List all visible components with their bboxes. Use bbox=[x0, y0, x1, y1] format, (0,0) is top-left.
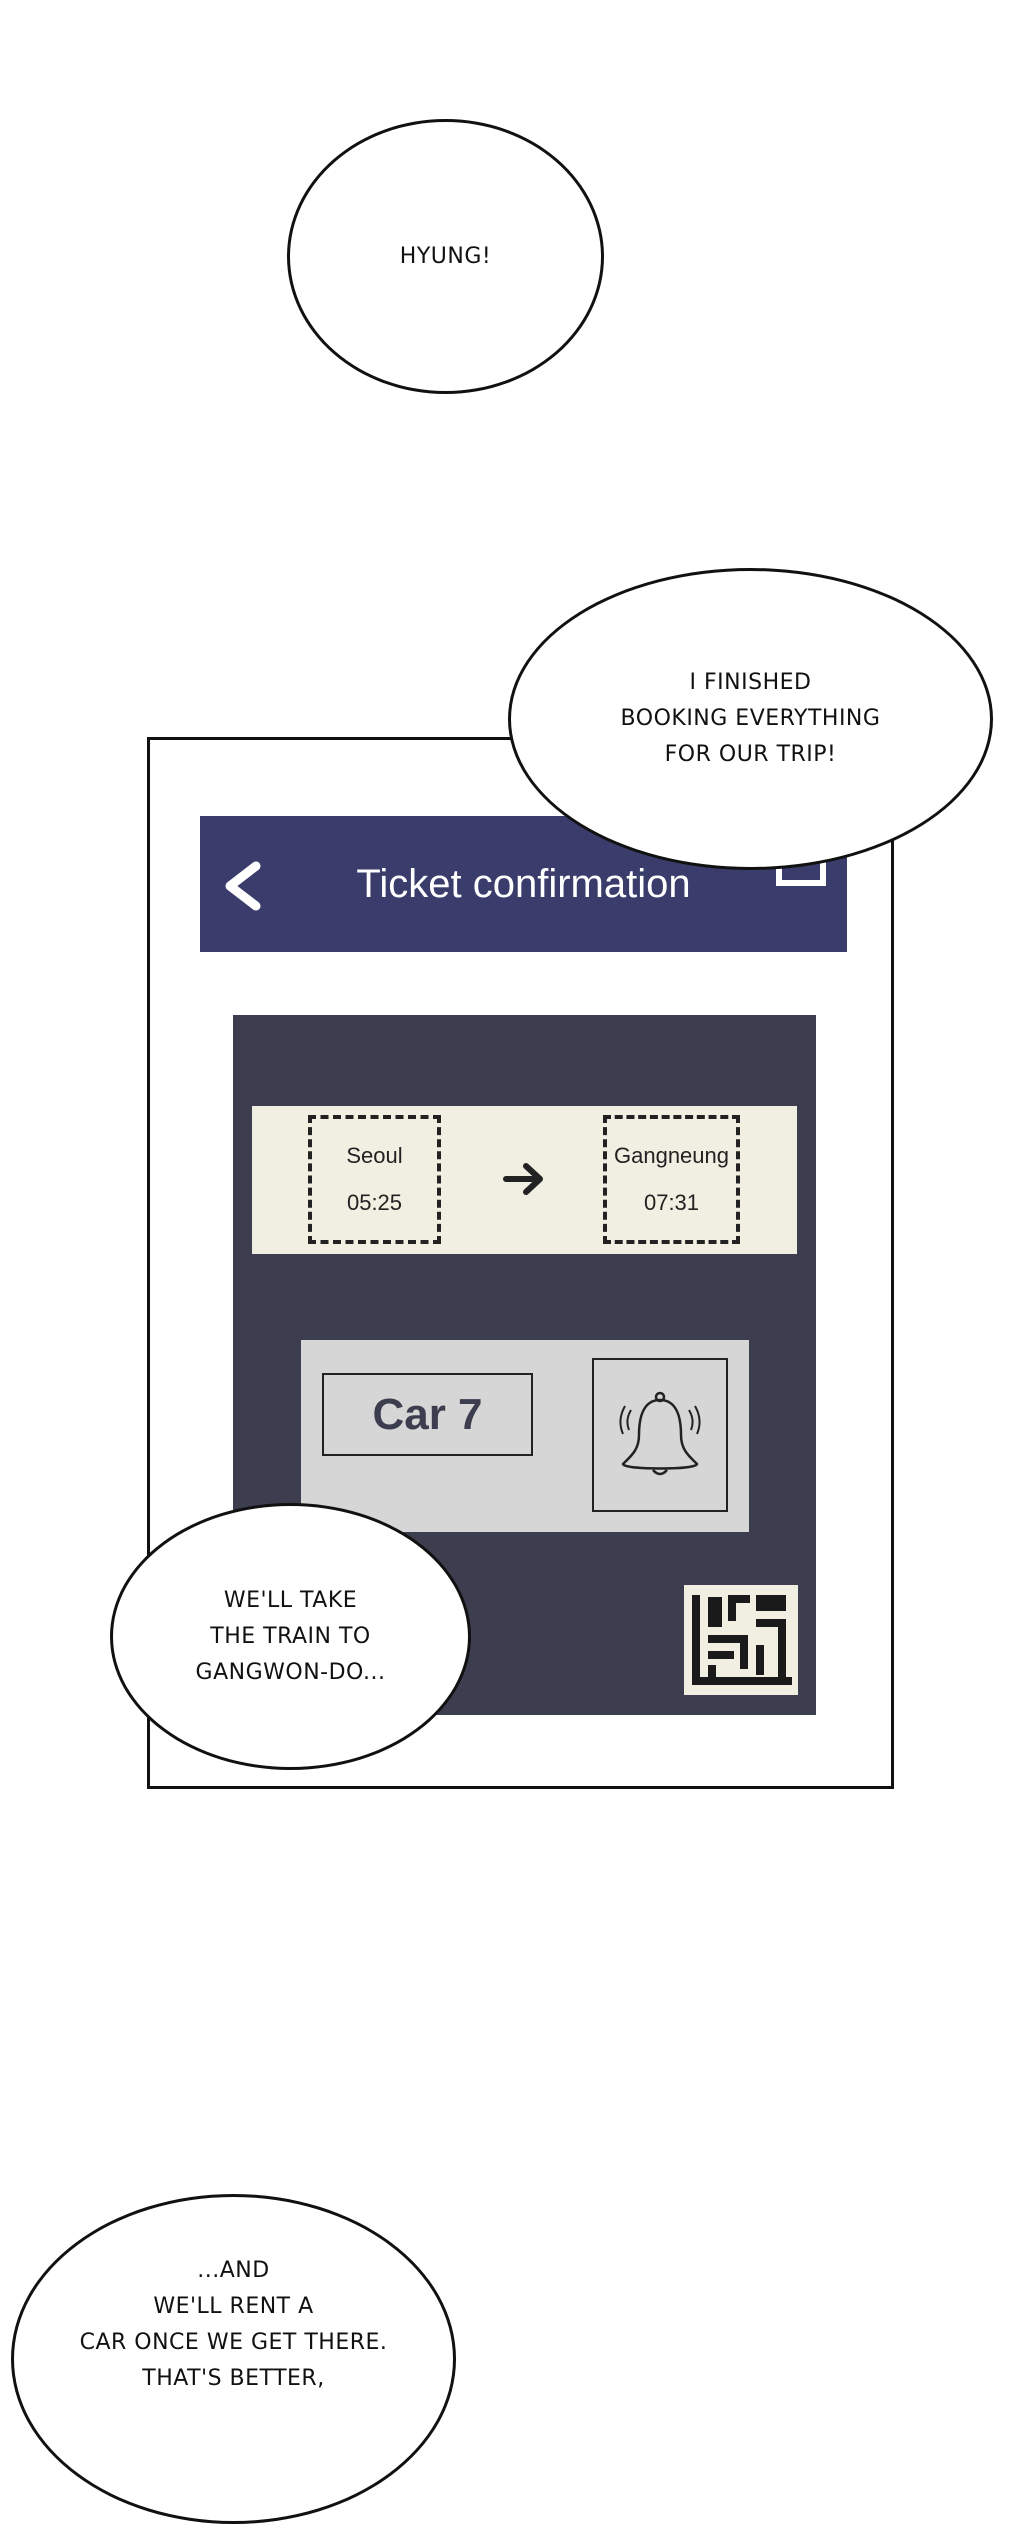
bubble-text: FOR OUR TRIP! bbox=[664, 742, 837, 767]
bubble-text: WE'LL TAKE bbox=[223, 1587, 358, 1613]
departure-time: 05:25 bbox=[346, 1189, 403, 1215]
departure-station: Seoul bbox=[346, 1143, 403, 1169]
bubble-text: ...AND bbox=[197, 2258, 270, 2283]
bubble-text: CAR ONCE WE GET THERE. bbox=[79, 2330, 388, 2355]
bubble-text: THAT'S BETTER, bbox=[142, 2366, 325, 2391]
arrow-right-icon bbox=[503, 1163, 543, 1195]
speech-bubble-hyung: HYUNG! bbox=[287, 119, 604, 394]
bubble-text: THE TRAIN TO bbox=[210, 1623, 371, 1649]
qr-code-icon[interactable] bbox=[684, 1585, 798, 1695]
seat-panel bbox=[301, 1340, 749, 1532]
bell-icon bbox=[619, 1391, 701, 1476]
car-number: Car 7 bbox=[322, 1373, 533, 1456]
bubble-text: I FINISHED bbox=[689, 670, 812, 695]
departure-box: Seoul 05:25 bbox=[308, 1115, 441, 1244]
speech-bubble-rent-car: ...AND WE'LL RENT A CAR ONCE WE GET THER… bbox=[11, 2194, 456, 2524]
bubble-text: BOOKING EVERYTHING bbox=[620, 706, 881, 731]
speech-bubble-booking: I FINISHED BOOKING EVERYTHING FOR OUR TR… bbox=[508, 568, 993, 870]
bubble-text: WE'LL RENT A bbox=[153, 2294, 314, 2319]
back-chevron-icon[interactable] bbox=[220, 860, 264, 912]
route-strip: Seoul 05:25 Gangneung 07:31 bbox=[252, 1106, 797, 1254]
bell-button[interactable] bbox=[592, 1358, 728, 1512]
arrival-station: Gangneung bbox=[614, 1143, 729, 1169]
bubble-text: GANGWON-DO... bbox=[195, 1659, 386, 1685]
bubble-text: HYUNG! bbox=[399, 243, 492, 269]
speech-bubble-train: WE'LL TAKE THE TRAIN TO GANGWON-DO... bbox=[110, 1503, 471, 1770]
arrival-box: Gangneung 07:31 bbox=[603, 1115, 740, 1244]
arrival-time: 07:31 bbox=[643, 1189, 700, 1215]
page-title: Ticket confirmation bbox=[356, 861, 691, 906]
